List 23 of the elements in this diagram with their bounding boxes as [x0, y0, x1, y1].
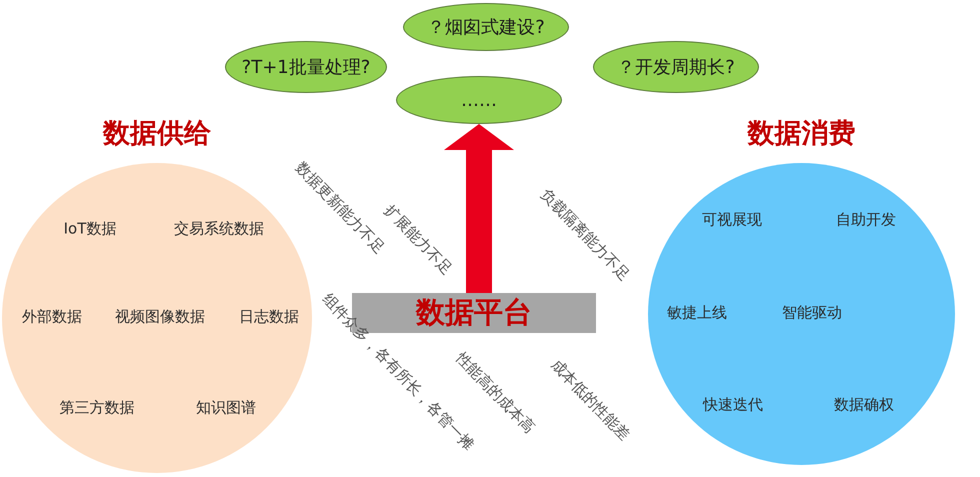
circle-item: 敏捷上线	[667, 304, 727, 322]
diagonal-note: 负载隔离能力不足	[536, 185, 634, 285]
circle-item: 第三方数据	[60, 398, 134, 418]
circle-item: 数据确权	[834, 396, 894, 414]
question-ellipse: ……	[396, 76, 562, 124]
circle-item: 可视展现	[702, 210, 762, 230]
question-ellipse: ?T+1批量处理?	[225, 41, 387, 93]
circle-item: 快速迭代	[703, 396, 763, 414]
circle-item: 外部数据	[22, 308, 82, 326]
circle-item: 交易系统数据	[174, 220, 264, 238]
circle-item: 视频图像数据	[115, 308, 205, 326]
circle-item: 知识图谱	[196, 398, 256, 418]
circle-item: IoT数据	[64, 220, 116, 238]
block-arrow	[444, 124, 514, 293]
circle-heading: 数据消费	[748, 117, 856, 151]
question-ellipse: ？开发周期长?	[593, 41, 759, 93]
diagonal-note: 成本低的性能差	[546, 356, 634, 444]
bar-label: 数据平台	[416, 294, 532, 331]
circle-item: 自助开发	[836, 210, 896, 230]
circle-heading: 数据供给	[103, 117, 211, 151]
question-ellipse: ？烟囱式建设?	[403, 3, 569, 51]
circle-item: 日志数据	[239, 308, 299, 326]
circle-item: 智能驱动	[782, 304, 842, 322]
